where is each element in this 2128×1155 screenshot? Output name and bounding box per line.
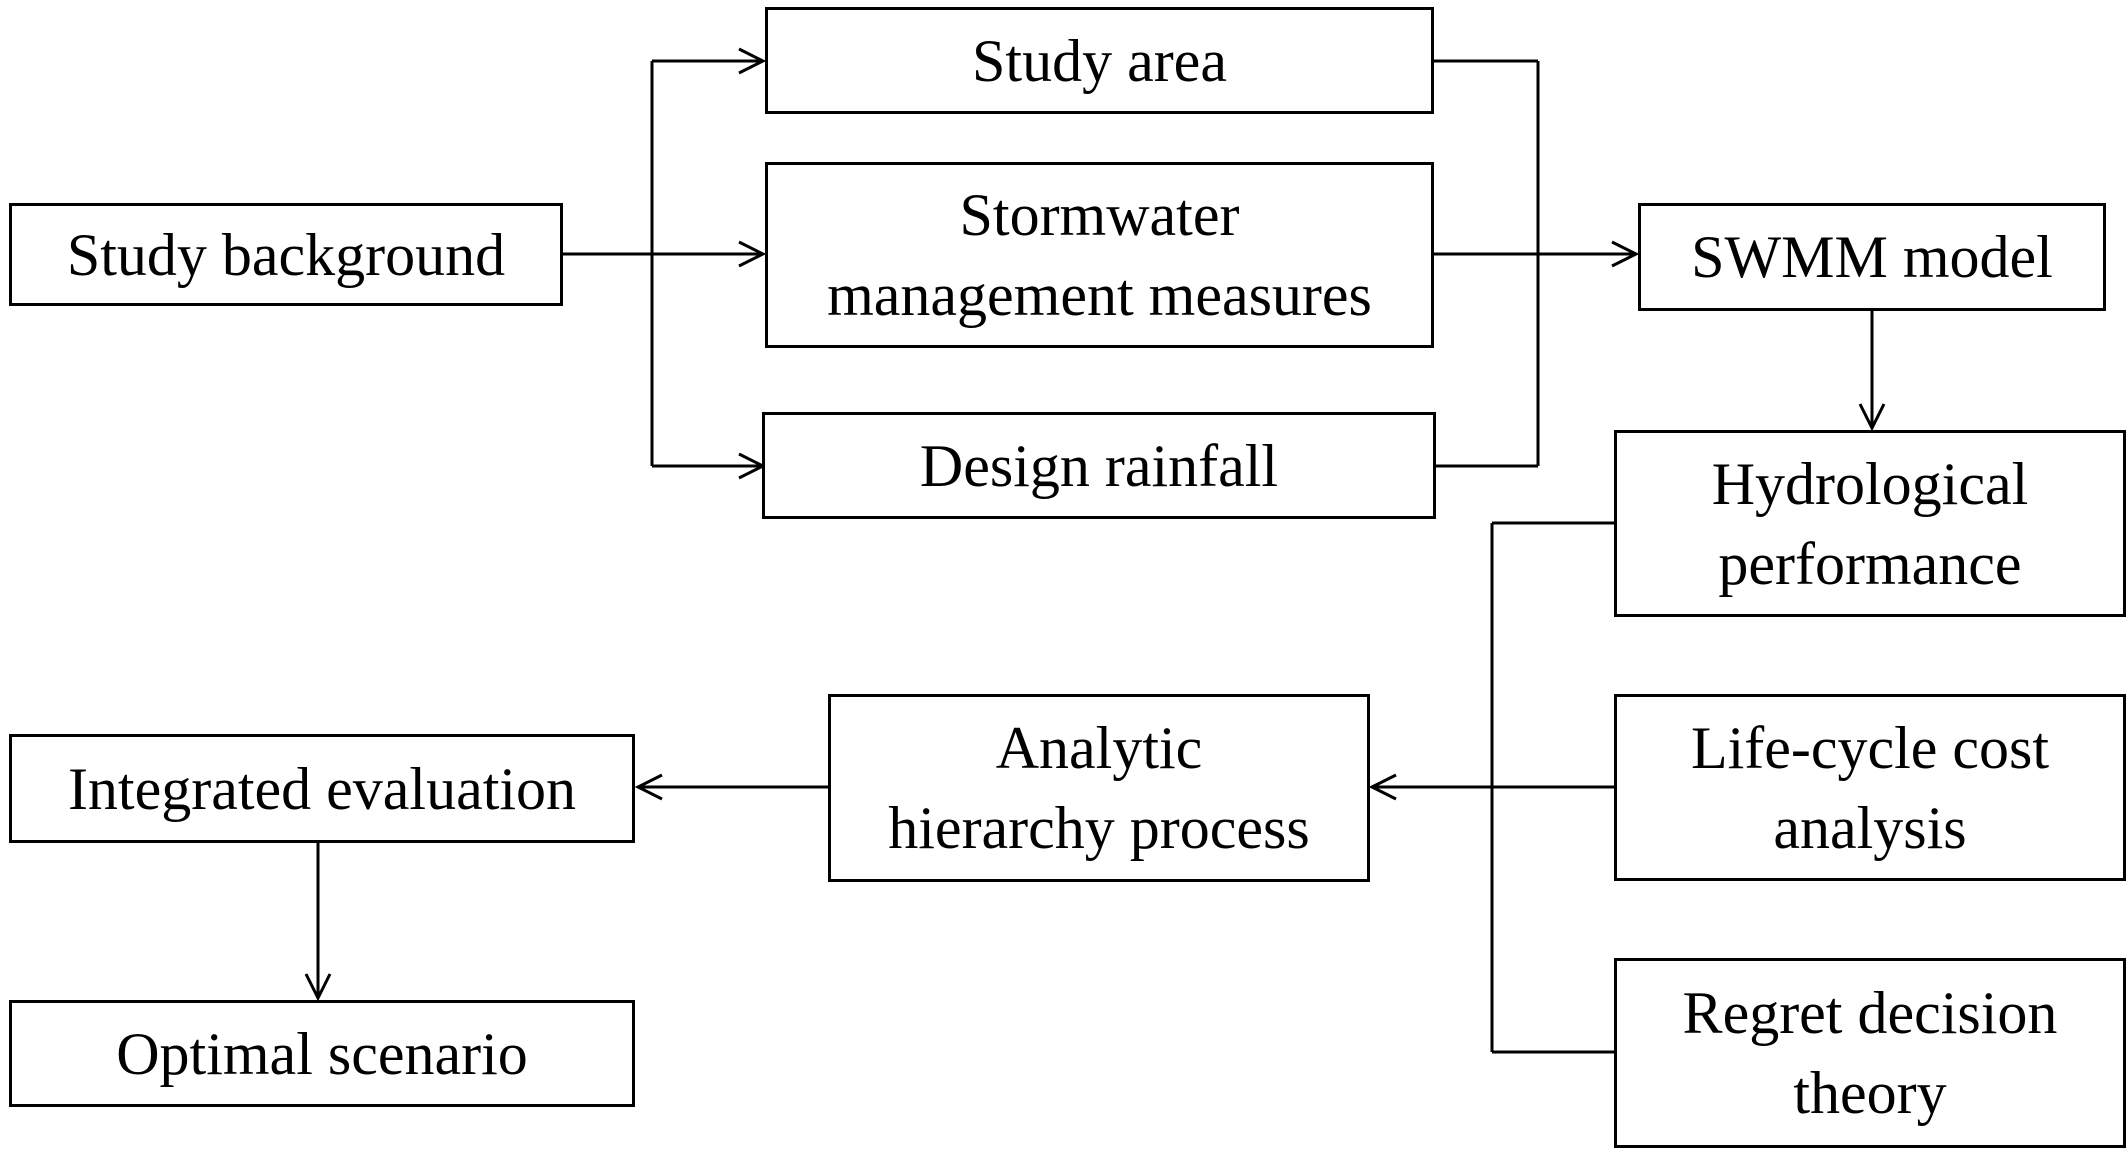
node-integrated-evaluation: Integrated evaluation xyxy=(9,734,635,843)
node-label-line: Stormwater xyxy=(959,182,1240,248)
node-label-line: performance xyxy=(1718,530,2022,597)
node-label-line: Integrated evaluation xyxy=(67,755,577,822)
node-label-line: theory xyxy=(1793,1060,1947,1126)
node-label-line: Life-cycle cost xyxy=(1690,714,2050,781)
node-design-rainfall: Design rainfall xyxy=(762,412,1436,519)
node-label-line: analysis xyxy=(1773,794,1967,861)
node-study-background: Study background xyxy=(9,203,563,306)
node-analytic-hierarchy-process: Analytic hierarchy process xyxy=(828,694,1370,882)
node-label-line: Study background xyxy=(66,221,506,288)
node-life-cycle-cost-analysis: Life-cycle cost analysis xyxy=(1614,694,2126,881)
node-label-line: hierarchy process xyxy=(888,795,1310,861)
node-optimal-scenario: Optimal scenario xyxy=(9,1000,635,1107)
node-label-line: Design rainfall xyxy=(919,432,1279,499)
node-label-line: Regret decision xyxy=(1682,980,2058,1046)
node-swmm-model: SWMM model xyxy=(1638,203,2106,311)
node-hydrological-performance: Hydrological performance xyxy=(1614,430,2126,617)
node-label-line: Analytic xyxy=(995,715,1203,781)
node-label-line: management measures xyxy=(827,262,1372,328)
node-label-line: Optimal scenario xyxy=(116,1020,528,1087)
node-label-line: Hydrological xyxy=(1711,450,2029,517)
node-label-line: Study area xyxy=(972,27,1227,94)
node-study-area: Study area xyxy=(765,7,1434,114)
node-regret-decision-theory: Regret decision theory xyxy=(1614,958,2126,1148)
node-label-line: SWMM model xyxy=(1691,224,2053,290)
node-stormwater-management-measures: Stormwater management measures xyxy=(765,162,1434,348)
